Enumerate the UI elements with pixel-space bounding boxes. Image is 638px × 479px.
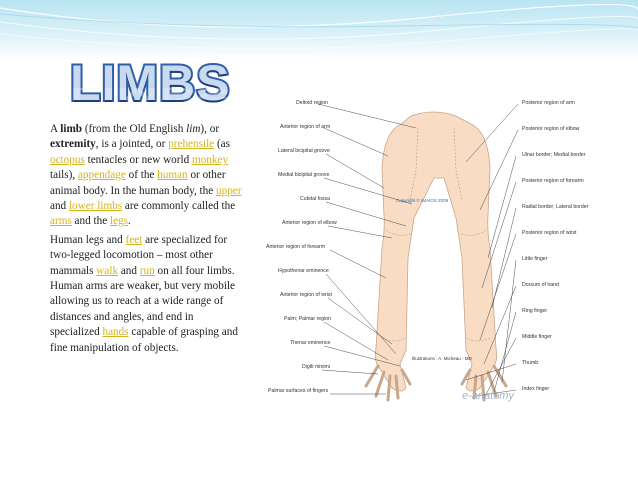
figure-label-right: Middle finger (522, 334, 552, 340)
link-arms[interactable]: arms (50, 215, 72, 227)
slide-title-reflection: LIMBS (70, 84, 231, 104)
figure-label-left: Anterior region of elbow (282, 220, 337, 226)
arm-illustration (266, 98, 602, 408)
link-lower-limbs[interactable]: lower limbs (69, 200, 122, 212)
illustrator-credit: Illustrations : A. Micheau - MD (412, 356, 472, 361)
figure-label-right: Posterior region of forearm (522, 178, 584, 184)
link-monkey[interactable]: monkey (192, 154, 228, 166)
link-hands[interactable]: hands (103, 326, 129, 338)
figure-label-left: Anterior region of wrist (280, 292, 332, 298)
link-human[interactable]: human (157, 169, 187, 181)
figure-label-right: Little finger (522, 256, 547, 262)
header-band (0, 0, 638, 60)
figure-label-right: Posterior region of arm (522, 100, 575, 106)
figure-label-left: Thenar eminence (290, 340, 330, 346)
link-feet[interactable]: feet (126, 234, 143, 246)
link-upper[interactable]: upper (216, 185, 241, 197)
body-text: A limb (from the Old English lim), or ex… (50, 122, 245, 359)
figure-label-right: Radial border; Lateral border (522, 204, 588, 210)
arm-anatomy-figure: Copyright © IMAIOS 2009 Illustrations : … (266, 98, 602, 408)
copyright-note: Copyright © IMAIOS 2009 (396, 198, 448, 203)
link-run[interactable]: run (140, 265, 155, 277)
wave-decoration (0, 0, 638, 60)
figure-label-right: Ring finger (522, 308, 547, 314)
figure-label-left: Hypothenar eminence (278, 268, 329, 274)
paragraph-2: Human legs and feet are specialized for … (50, 233, 245, 356)
figure-label-right: Posterior region of wrist (522, 230, 577, 236)
link-legs[interactable]: legs (110, 215, 128, 227)
figure-label-left: Anterior region of arm (280, 124, 330, 130)
figure-label-right: Ulnar border; Medial border (522, 152, 585, 158)
figure-label-left: Anterior region of forearm (266, 244, 325, 250)
figure-label-left: Palmar surfaces of fingers (268, 388, 328, 394)
figure-label-left: Lateral bicipital groove (278, 148, 330, 154)
figure-label-left: Medial bicipital groove (278, 172, 329, 178)
paragraph-1: A limb (from the Old English lim), or ex… (50, 122, 245, 230)
figure-label-right: Dorsum of hand (522, 282, 559, 288)
figure-label-right: Posterior region of elbow (522, 126, 579, 132)
figure-label-left: Deltoid region (296, 100, 328, 106)
link-octopus[interactable]: octopus (50, 154, 85, 166)
figure-label-left: Palm; Palmar region (284, 316, 331, 322)
e-anatomy-logo: e-anatomy (462, 390, 514, 402)
figure-label-right: Thumb (522, 360, 538, 366)
link-prehensile[interactable]: prehensile (168, 138, 214, 150)
link-appendage[interactable]: appendage (78, 169, 126, 181)
figure-label-left: Digiti minimi (302, 364, 330, 370)
figure-label-right: Index finger (522, 386, 549, 392)
figure-label-left: Cubital fossa (300, 196, 330, 202)
link-walk[interactable]: walk (96, 265, 118, 277)
